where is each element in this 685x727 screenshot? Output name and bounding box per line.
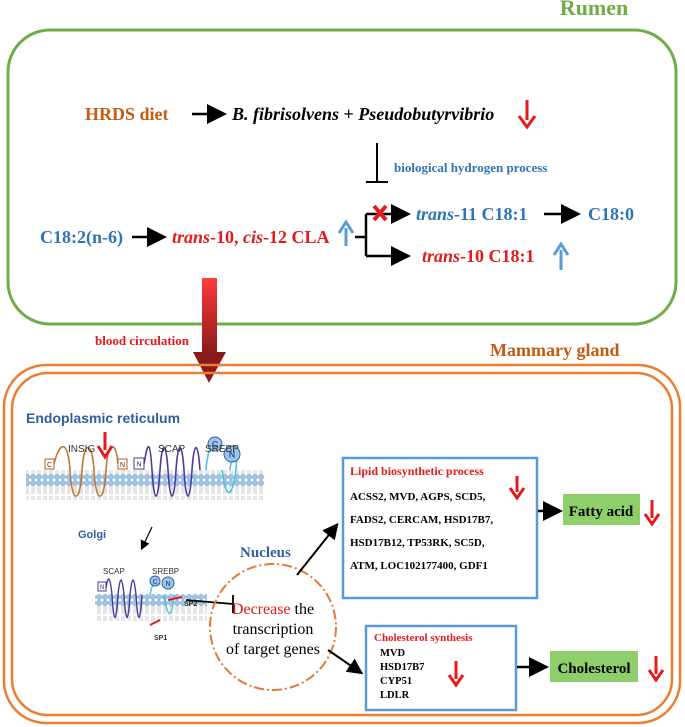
- golgi-srebp-c-label: C: [152, 579, 157, 586]
- cholesterol-down-arrow-icon: [647, 656, 665, 683]
- inhibition-symbol: [366, 143, 388, 183]
- nucleus-to-cholesterol-arrow: [327, 649, 364, 675]
- insig-label: INSIG: [68, 444, 95, 455]
- trans11-label: trans-11 C18:1: [416, 204, 528, 224]
- sp1-label: SP1: [154, 635, 167, 642]
- trans10-italic: trans: [422, 246, 460, 266]
- c18-0-label: C18:0: [588, 204, 634, 224]
- er-membrane: [26, 470, 264, 500]
- block-x-icon: [372, 204, 388, 222]
- trans11-italic: trans: [416, 204, 454, 224]
- trans10-rest: -10 C18:1: [460, 246, 535, 266]
- golgi-scap-n-label: N: [100, 585, 104, 591]
- golgi-label: Golgi: [78, 529, 106, 541]
- srebp-n-label: N: [229, 450, 236, 460]
- trans11-rest: -11 C18:1: [454, 204, 528, 224]
- transcription-line-3: of target genes: [226, 641, 320, 658]
- lipid-down-arrow-icon: [508, 476, 526, 501]
- bacteria-text: B. fibrisolvens + Pseudobutyrvibrio: [231, 104, 494, 124]
- nucleus-label: Nucleus: [240, 545, 291, 561]
- cla-up-arrow-icon: [337, 219, 355, 246]
- fatty-acid-down-arrow-icon: [643, 500, 661, 527]
- mammary-inner-box: [10, 371, 674, 717]
- golgi-scap-label: SCAP: [103, 567, 125, 576]
- chol-gene-2: HSD17B7: [380, 662, 424, 673]
- scap-protein: N: [133, 445, 201, 497]
- srebp-label: SREBP: [205, 444, 239, 455]
- hrds-diet-label: HRDS diet: [85, 104, 169, 124]
- decrease-the: the: [291, 601, 315, 618]
- mammary-gland-title: Mammary gland: [490, 340, 620, 360]
- cla-trans: trans: [172, 227, 210, 247]
- chol-gene-1: MVD: [380, 648, 405, 659]
- cholesterol-label: Cholesterol: [557, 661, 630, 677]
- cla-cis: cis: [243, 227, 263, 247]
- golgi-srebp-c-circle: [149, 575, 161, 587]
- biological-hydrogen-process: biological hydrogen process: [394, 160, 547, 175]
- lipid-gene-line-1: ACSS2, MVD, AGPS, SCD5,: [350, 491, 486, 503]
- insig-n-box: [117, 458, 128, 470]
- bacteria-down-arrow-icon: [517, 100, 537, 130]
- cla-part-1: -10,: [210, 227, 243, 247]
- srebp-c-circle: [207, 436, 223, 452]
- srebp-c-label: C: [212, 440, 219, 450]
- cholesterol-box: [550, 651, 638, 682]
- scap-n-label: N: [136, 462, 141, 469]
- bacteria-2: Pseudobutyrvibrio: [357, 104, 494, 124]
- trans10-up-arrow-icon: [552, 241, 570, 270]
- sp2-cleavage-mark: [167, 596, 183, 601]
- cla-part-2: -12 CLA: [263, 227, 330, 247]
- insig-protein: C N: [44, 445, 128, 497]
- blood-circulation-bar: [202, 278, 217, 354]
- lipid-gene-line-2: FADS2, CERCAM, HSD17B7,: [350, 514, 493, 526]
- scap-label: SCAP: [158, 444, 186, 455]
- lipid-process-box: [341, 456, 539, 600]
- transcription-line-1: Decrease the: [232, 601, 314, 618]
- insig-n-label: N: [120, 462, 125, 469]
- decrease-word: Decrease: [232, 601, 291, 618]
- bacteria-1: B. fibrisolvens: [231, 104, 339, 124]
- golgi-membrane: [95, 594, 207, 621]
- golgi-inhibition-symbol: [185, 595, 234, 613]
- lipid-gene-line-3: HSD17B12, TP53RK, SC5D,: [350, 537, 485, 549]
- chol-gene-3: CYP51: [380, 676, 412, 687]
- lipid-gene-line-4: ATM, LOC102177400, GDF1: [350, 560, 488, 572]
- golgi-srebp-label: SREBP: [152, 567, 179, 576]
- bacteria-plus: +: [339, 104, 358, 124]
- c18-2-label: C18:2(n-6): [40, 227, 123, 248]
- branch-connector: [355, 204, 411, 266]
- golgi-scap-protein: N: [97, 578, 143, 619]
- cla-label: trans-10, cis-12 CLA: [172, 227, 330, 247]
- golgi-srebp-n-label: N: [165, 581, 170, 588]
- insig-down-arrow-icon: [96, 432, 114, 460]
- mammary-outer-box: [2, 363, 682, 725]
- golgi-srebp-n-circle: [161, 576, 175, 590]
- cholesterol-synthesis-box: [364, 624, 518, 712]
- er-title: Endoplasmic reticulum: [26, 410, 180, 426]
- golgi-srebp-protein: C N: [149, 575, 183, 626]
- fatty-acid-box: [563, 494, 640, 525]
- chol-gene-4: LDLR: [380, 690, 410, 701]
- cholesterol-synthesis-down-arrow-icon: [447, 661, 465, 688]
- sp2-label: SP2: [184, 601, 197, 608]
- er-to-golgi-arrow: [140, 526, 153, 551]
- lipid-process-title: Lipid biosynthetic process: [350, 464, 484, 478]
- cholesterol-synthesis-title: Cholesterol synthesis: [374, 632, 473, 644]
- rumen-box: [6, 28, 678, 326]
- blood-circulation-label: blood circulation: [95, 333, 190, 348]
- trans10-label: trans-10 C18:1: [422, 246, 535, 266]
- fatty-acid-label: Fatty acid: [569, 504, 634, 520]
- insig-c-label: C: [47, 462, 52, 469]
- srebp-protein: C N: [205, 436, 241, 494]
- rumen-title: Rumen: [560, 0, 628, 20]
- transcription-line-2: transcription: [233, 621, 314, 638]
- nucleus-circle: [209, 563, 337, 691]
- blood-circulation-arrowhead: [193, 352, 226, 383]
- srebp-n-circle: [223, 445, 241, 463]
- sp1-cleavage-mark: [149, 619, 161, 626]
- nucleus-to-lipid-arrow: [296, 522, 339, 576]
